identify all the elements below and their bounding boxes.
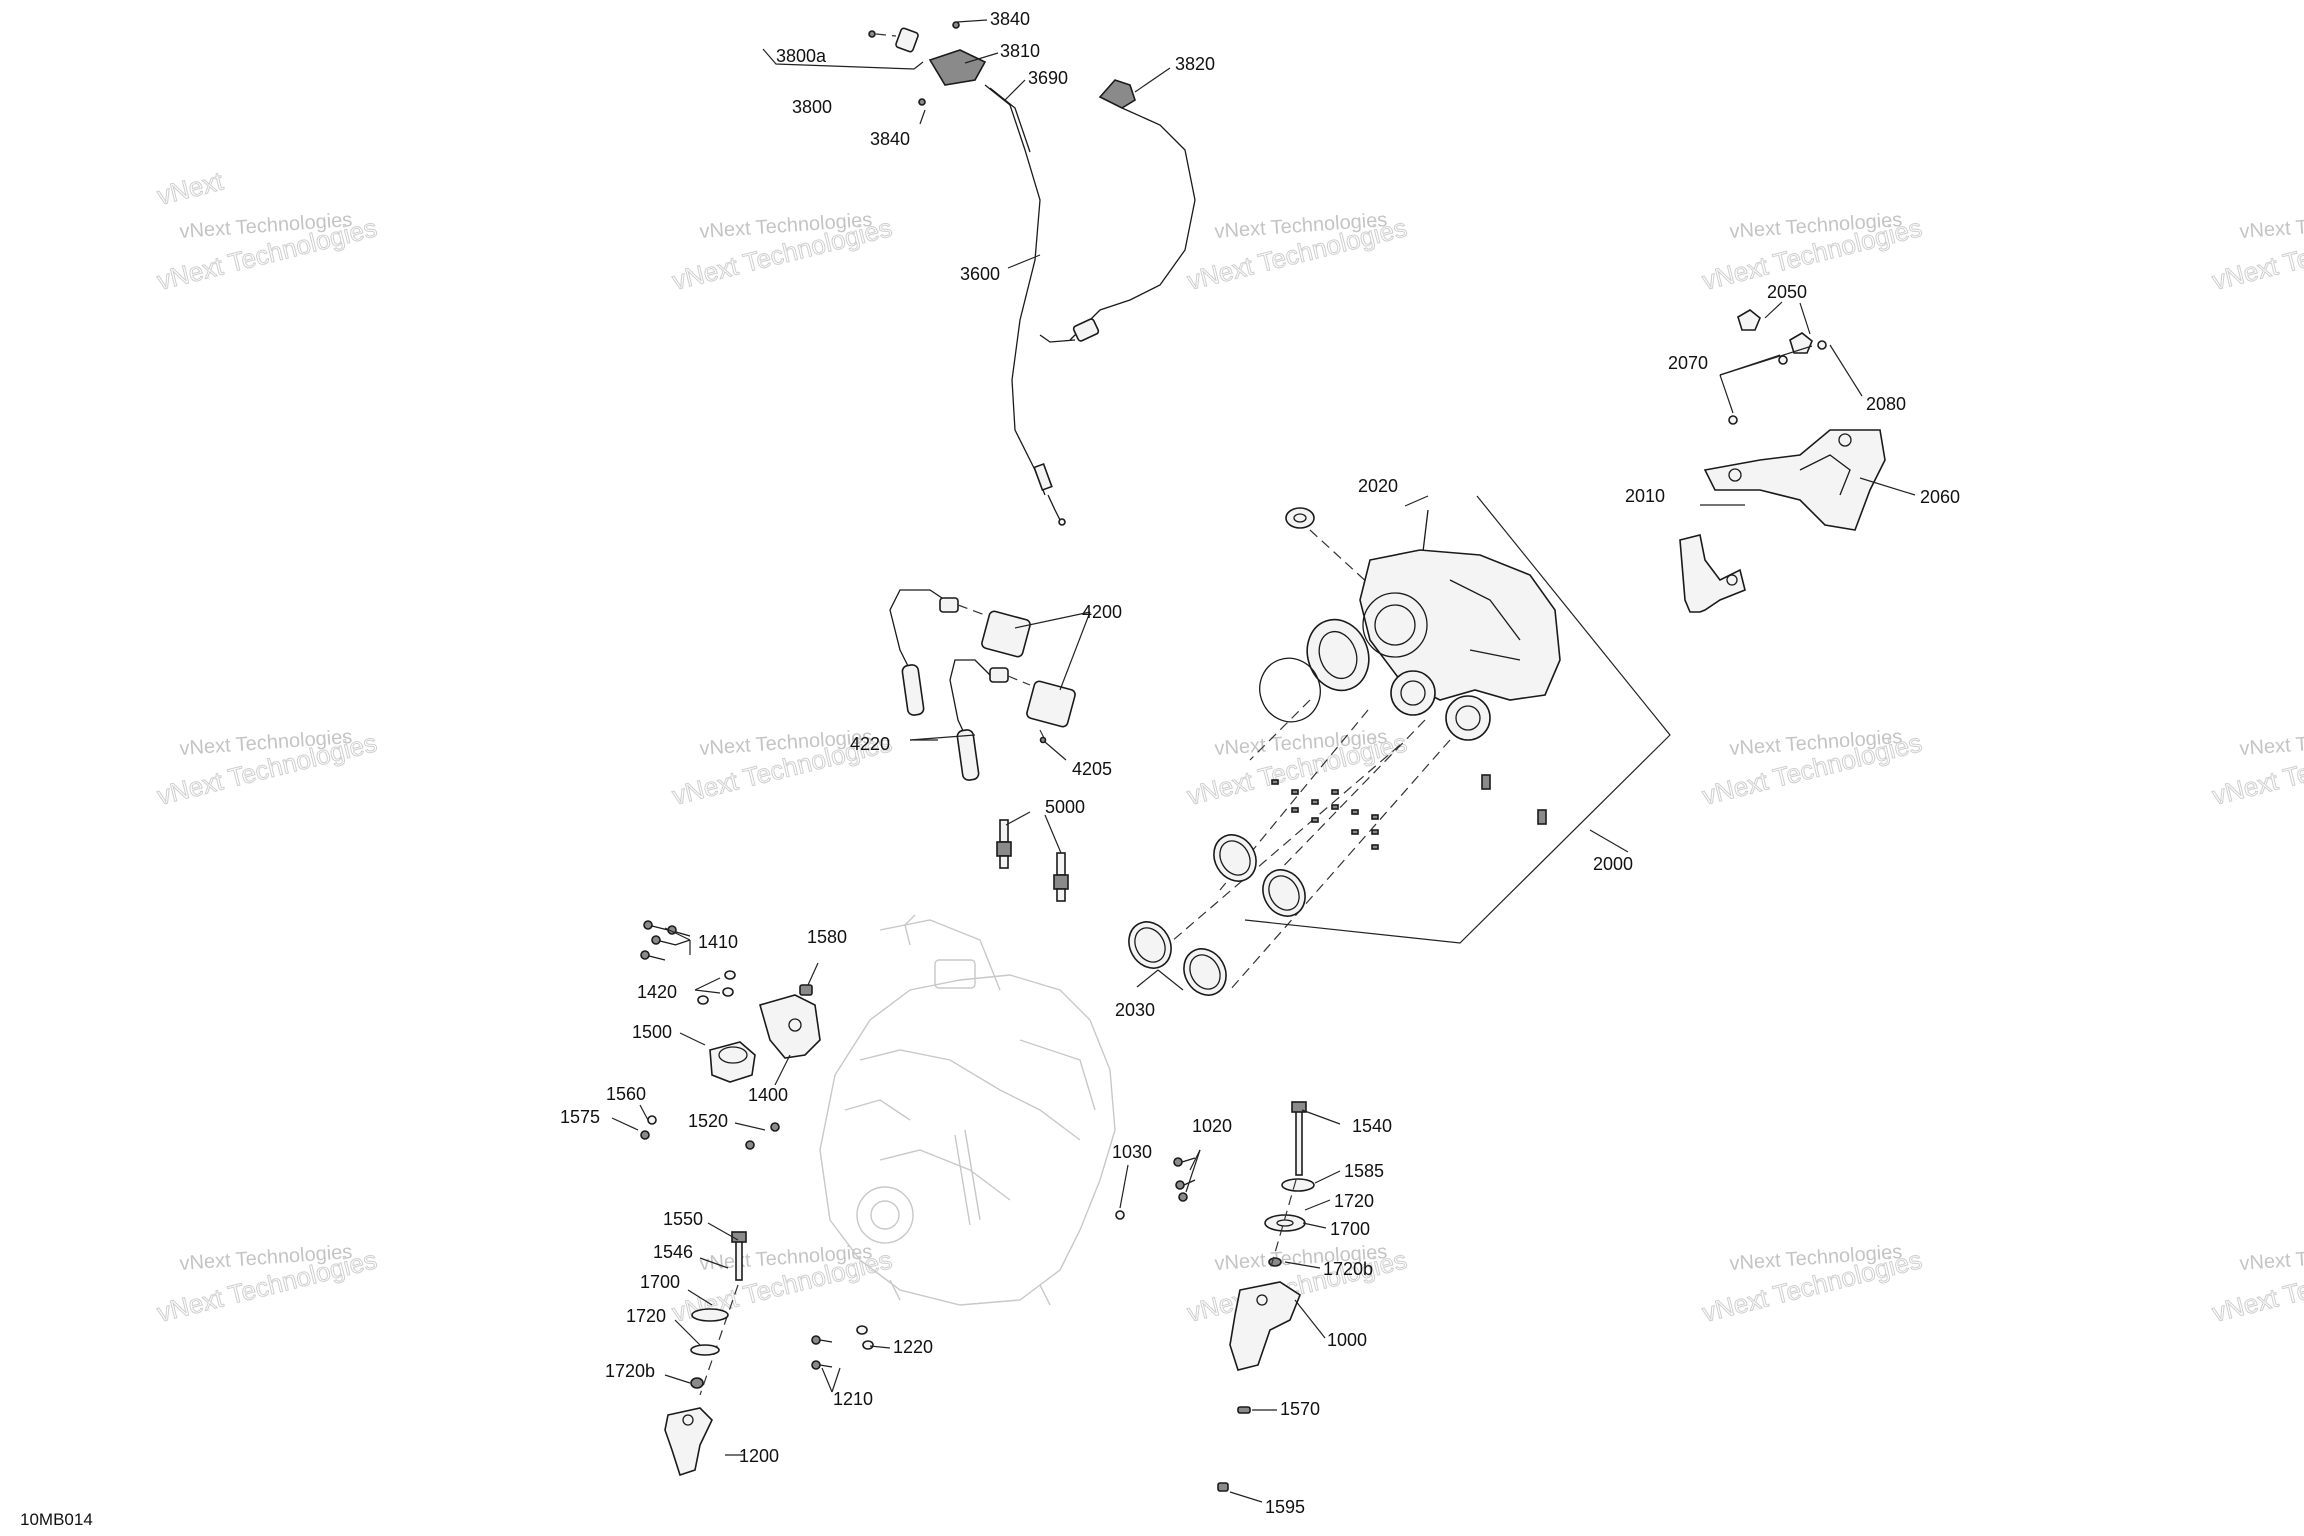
spark-plug-part	[1056, 852, 1066, 876]
callout-1200: 1200	[739, 1446, 779, 1466]
callout-3800: 3800	[792, 97, 832, 117]
callout-1700: 1700	[640, 1272, 680, 1292]
cable-group	[868, 21, 1196, 526]
callout-1000: 1000	[1327, 1330, 1367, 1350]
callout-5000: 5000	[1045, 797, 1085, 817]
watermark-layer: vNext vNext Technologies vNext Technolog…	[154, 165, 2304, 1328]
plug-wire-4220-part	[901, 664, 925, 716]
watermark-text: vNext Technologies	[2239, 726, 2304, 760]
clamp-2030-part	[1128, 921, 1172, 969]
right-mount-group	[1115, 1101, 1315, 1492]
callout-1720: 1720	[626, 1306, 666, 1326]
callout-1585: 1585	[1344, 1161, 1384, 1181]
callout-2050: 2050	[1767, 282, 1807, 302]
callout-1550: 1550	[663, 1209, 703, 1229]
clip-3800a-part	[895, 27, 919, 53]
intake-group	[1128, 495, 1671, 996]
clamp-2030-part	[1213, 834, 1257, 882]
left-mount-group	[640, 920, 821, 1150]
callout-1546: 1546	[653, 1242, 693, 1262]
ignition-group	[889, 589, 1076, 781]
bracket-2060-part	[1703, 429, 1886, 531]
washer-1700-part	[691, 1308, 729, 1322]
mount-bracket-1400-part	[759, 994, 821, 1059]
watermark-text: vNext Technologies	[2239, 209, 2304, 243]
connector-part	[1072, 318, 1100, 342]
callout-3820: 3820	[1175, 54, 1215, 74]
bolts-1410	[640, 920, 691, 961]
callout-2010: 2010	[1625, 486, 1665, 506]
watermark-text: vNext Technologies	[2239, 1241, 2304, 1275]
grommet-part	[1285, 507, 1315, 529]
mount-1500-part	[709, 1041, 756, 1083]
grommet-2050-part	[1737, 309, 1761, 331]
mount-1000-part	[1229, 1281, 1301, 1371]
callout-1580: 1580	[807, 927, 847, 947]
callout-1520: 1520	[688, 1111, 728, 1131]
callout-1540: 1540	[1352, 1116, 1392, 1136]
callout-3690: 3690	[1028, 68, 1068, 88]
clamp-2030-part	[1183, 948, 1227, 996]
fitting-part	[1481, 774, 1491, 790]
plug-wire-4220b-part	[956, 729, 980, 781]
clamp-2030-part	[1262, 869, 1306, 917]
washer-1585-part	[1281, 1178, 1315, 1192]
callout-1570: 1570	[1280, 1399, 1320, 1419]
callout-2020: 2020	[1358, 476, 1398, 496]
spark-plugs	[996, 819, 1069, 902]
callout-2070: 2070	[1668, 353, 1708, 373]
coil-4200-part	[981, 610, 1031, 658]
gasket-dots	[1271, 779, 1379, 850]
callout-1030: 1030	[1112, 1142, 1152, 1162]
leader-lines	[611, 19, 1916, 1503]
fitting-part	[1537, 809, 1547, 825]
callout-1720b: 1720b	[605, 1361, 655, 1381]
bolt-1550-part	[735, 1239, 743, 1281]
callout-labels: 3840 3800a 3810 3690 3820 3800 3840 3600…	[560, 9, 1960, 1517]
callout-1560: 1560	[606, 1084, 646, 1104]
callout-3810: 3810	[1000, 41, 1040, 61]
bolt-1540-part	[1295, 1109, 1303, 1176]
callout-3600: 3600	[960, 264, 1000, 284]
callout-1700: 1700	[1330, 1219, 1370, 1239]
callout-3840: 3840	[990, 9, 1030, 29]
left-lower-mount-group	[664, 1231, 874, 1477]
callout-2080: 2080	[1866, 394, 1906, 414]
callout-1410: 1410	[698, 932, 738, 952]
engine-ghost-outline	[819, 914, 1116, 1306]
bracket-2010-part	[1679, 534, 1746, 613]
callout-3840: 3840	[870, 129, 910, 149]
clamp-part	[1259, 657, 1321, 723]
bracket-3810-part	[928, 49, 987, 86]
callout-4200: 4200	[1082, 602, 1122, 622]
callout-1020: 1020	[1192, 1116, 1232, 1136]
washer-1720b-part	[690, 1344, 720, 1356]
callout-1720: 1720	[1334, 1191, 1374, 1211]
spark-plug-part	[999, 819, 1009, 843]
bolts-1210-1220	[811, 1325, 874, 1370]
coil-4200b-part	[1026, 680, 1076, 728]
sensor-3820-part	[1098, 79, 1136, 109]
callout-2000: 2000	[1593, 854, 1633, 874]
callout-1575: 1575	[560, 1107, 600, 1127]
mount-1200-part	[664, 1407, 713, 1477]
callout-2060: 2060	[1920, 487, 1960, 507]
callout-2030: 2030	[1115, 1000, 1155, 1020]
callout-1400: 1400	[748, 1085, 788, 1105]
callout-1210: 1210	[833, 1389, 873, 1409]
callout-1720b: 1720b	[1323, 1259, 1373, 1279]
callout-4205: 4205	[1072, 759, 1112, 779]
watermark-small: vNext	[154, 165, 226, 210]
callout-4220: 4220	[850, 734, 890, 754]
intake-housing-2000-part	[1359, 549, 1561, 701]
diagram-code: 10MB014	[20, 1510, 93, 1529]
cable-3600-part	[984, 84, 1046, 496]
callout-1595: 1595	[1265, 1497, 1305, 1517]
callout-1420: 1420	[637, 982, 677, 1002]
callout-1500: 1500	[632, 1022, 672, 1042]
callout-1220: 1220	[893, 1337, 933, 1357]
callout-3800a: 3800a	[776, 46, 827, 66]
